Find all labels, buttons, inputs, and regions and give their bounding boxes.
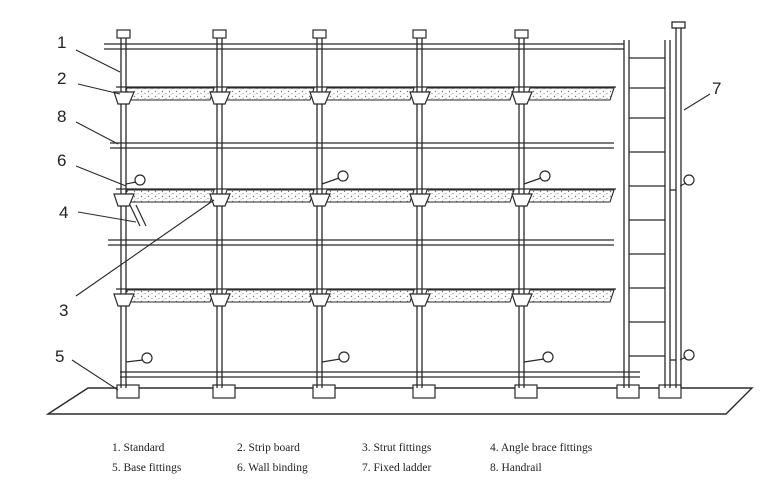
- ground-plank: [45, 387, 754, 415]
- callout-6: 6: [57, 151, 66, 170]
- angle-brace-fitting: [129, 204, 147, 227]
- callout-1: 1: [57, 33, 66, 52]
- callout-4: 4: [59, 203, 68, 222]
- legend-item-strut-fittings: 3. Strut fittings: [362, 442, 432, 454]
- legend-item-fixed-ladder: 7. Fixed ladder: [362, 462, 432, 474]
- legend-item-base-fittings: 5. Base fittings: [112, 462, 182, 474]
- legend-item-angle-brace-fittings: 4. Angle brace fittings: [490, 442, 593, 454]
- strut-fittings: [113, 29, 533, 307]
- legend-item-handrail: 8. Handrail: [490, 462, 542, 474]
- legend: 1. Standard 2. Strip board 3. Strut fitt…: [112, 438, 672, 478]
- callout-2: 2: [57, 69, 66, 88]
- callout-5: 5: [55, 347, 64, 366]
- legend-row-2: 5. Base fittings 6. Wall binding 7. Fixe…: [112, 458, 672, 478]
- callout-8: 8: [57, 107, 66, 126]
- legend-row-1: 1. Standard 2. Strip board 3. Strut fitt…: [112, 438, 672, 458]
- legend-item-standard: 1. Standard: [112, 442, 165, 454]
- fixed-ladder: [612, 21, 686, 388]
- wall-bindings: [125, 170, 695, 364]
- ledgers: [104, 43, 640, 378]
- base-fittings: [116, 384, 682, 399]
- legend-item-strip-board: 2. Strip board: [237, 442, 300, 454]
- legend-item-wall-binding: 6. Wall binding: [237, 462, 308, 474]
- callout-7: 7: [712, 79, 721, 98]
- leader-lines: [71, 49, 711, 391]
- strip-boards: [122, 87, 615, 303]
- callout-3: 3: [59, 301, 68, 320]
- callout-labels: 1 2 8 6 4 3 5 7: [55, 33, 721, 366]
